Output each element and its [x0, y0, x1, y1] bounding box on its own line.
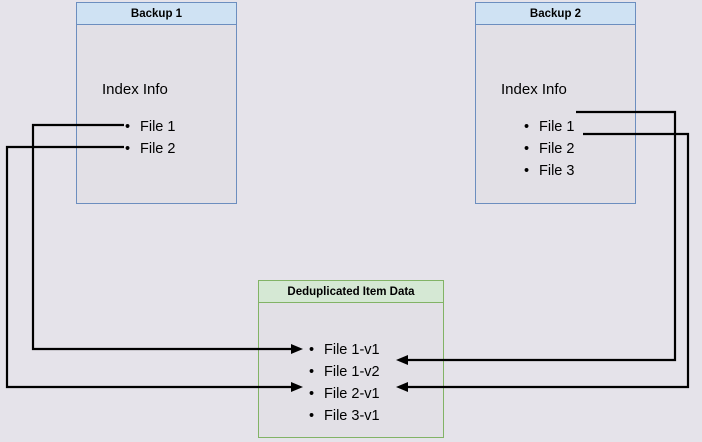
- deduplicated-item-data-box[interactable]: Deduplicated Item Data File 1-v1 File 1-…: [258, 280, 444, 438]
- backup2-file-item[interactable]: File 2: [522, 138, 574, 160]
- dedup-body: File 1-v1 File 1-v2 File 2-v1 File 3-v1: [259, 303, 443, 437]
- dedup-item[interactable]: File 1-v1: [307, 339, 380, 361]
- backup1-box[interactable]: Backup 1 Index Info File 1 File 2: [76, 2, 237, 204]
- backup1-file-item[interactable]: File 2: [123, 138, 175, 160]
- backup2-title: Backup 2: [476, 3, 635, 25]
- backup1-file-item[interactable]: File 1: [123, 116, 175, 138]
- backup1-body: Index Info File 1 File 2: [77, 25, 236, 203]
- backup1-index-info-label: Index Info: [102, 81, 168, 98]
- backup2-index-info-label: Index Info: [501, 81, 567, 98]
- backup1-file-list: File 1 File 2: [123, 116, 175, 160]
- backup1-title: Backup 1: [77, 3, 236, 25]
- backup2-box[interactable]: Backup 2 Index Info File 1 File 2 File 3: [475, 2, 636, 204]
- backup2-file-list: File 1 File 2 File 3: [522, 116, 574, 182]
- dedup-item[interactable]: File 2-v1: [307, 383, 380, 405]
- backup2-file-item[interactable]: File 1: [522, 116, 574, 138]
- dedup-title: Deduplicated Item Data: [259, 281, 443, 303]
- backup2-file-item[interactable]: File 3: [522, 160, 574, 182]
- dedup-item[interactable]: File 1-v2: [307, 361, 380, 383]
- backup2-body: Index Info File 1 File 2 File 3: [476, 25, 635, 203]
- dedup-item-list: File 1-v1 File 1-v2 File 2-v1 File 3-v1: [307, 339, 380, 427]
- dedup-item[interactable]: File 3-v1: [307, 405, 380, 427]
